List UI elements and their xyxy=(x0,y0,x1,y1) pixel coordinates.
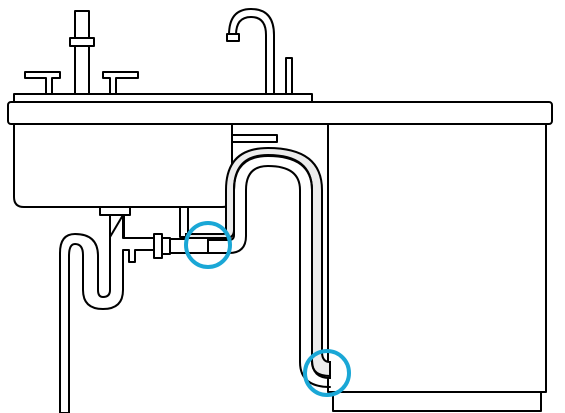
sink-rim xyxy=(13,93,313,103)
hose-end-sleeve xyxy=(185,237,209,254)
hose-clamp-inner xyxy=(161,237,171,255)
sink-basin xyxy=(13,123,233,208)
drain-assembly xyxy=(59,206,189,413)
adapter-fitting xyxy=(169,238,187,254)
drain-flange xyxy=(99,206,131,216)
highlight-circle-dishwasher-connection xyxy=(303,349,351,397)
dishwasher-kickplate xyxy=(332,391,542,412)
highlight-circle-drain-connection xyxy=(184,221,232,269)
soap-dispenser xyxy=(285,57,293,96)
dishwasher-body xyxy=(327,123,547,393)
drain-hose-inner-edge xyxy=(185,155,331,377)
hose-clamp-outer xyxy=(153,233,163,259)
faucet-spout-column xyxy=(74,10,90,96)
disposal-stub xyxy=(179,206,189,238)
gooseneck-faucet xyxy=(228,8,275,96)
drain-hose-outer-edge xyxy=(185,165,331,388)
dishwasher xyxy=(327,123,547,412)
faucet-handle-left xyxy=(24,71,61,96)
faucet-handle-right xyxy=(102,71,139,96)
faucet xyxy=(13,8,313,103)
faucet-aerator xyxy=(226,33,240,42)
countertop xyxy=(7,101,553,125)
p-trap xyxy=(59,214,155,413)
faucet-collar xyxy=(69,37,95,47)
shelf-bracket xyxy=(231,134,278,143)
